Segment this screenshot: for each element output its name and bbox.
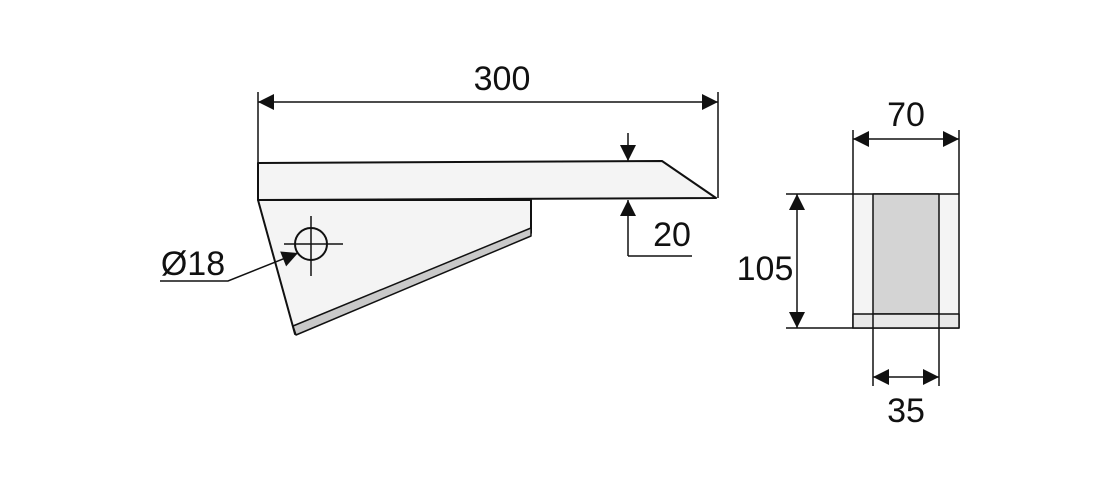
bevel-strip [292,227,532,336]
dimension-20 [620,133,692,257]
dimension-label-105: 105 [737,250,794,288]
dimension-label-diameter: Ø18 [161,245,225,283]
dimension-label-20: 20 [653,216,691,254]
dimension-label-35: 35 [887,392,925,430]
blade-bar [257,160,717,201]
dimension-35 [872,314,940,386]
end-view [852,193,960,329]
dimension-70 [852,130,960,194]
end-view-bottom-strip [852,313,960,329]
dimension-300 [257,92,719,198]
dimension-label-70: 70 [887,96,925,134]
mounting-hole [284,216,343,276]
dimension-diameter [160,251,299,282]
diameter-leader [160,251,299,282]
end-view-inner [872,193,940,315]
dimension-105 [786,193,853,329]
bracket-body [257,199,532,335]
side-view [257,160,717,336]
dimension-label-300: 300 [474,60,531,98]
